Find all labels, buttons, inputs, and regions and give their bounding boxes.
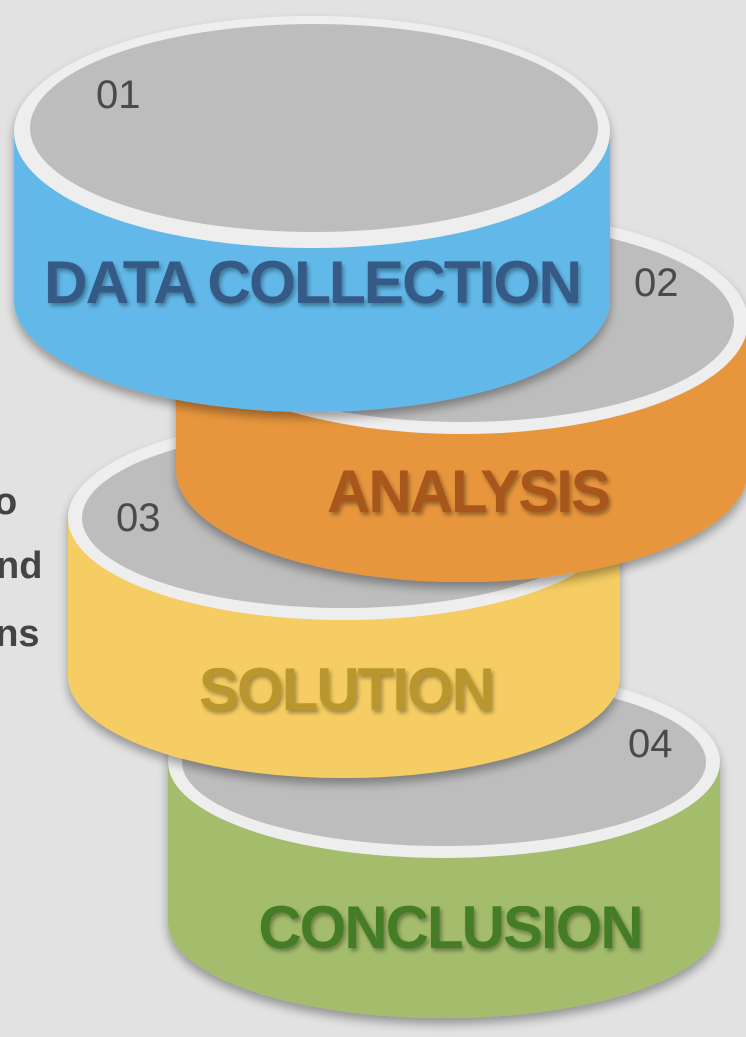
stage-01-disc — [14, 16, 610, 412]
stage-03-label: SOLUTION — [199, 656, 493, 723]
side-text-line-1: o — [0, 481, 17, 523]
stage-02-number: 02 — [634, 261, 679, 305]
stage-04-number: 04 — [628, 722, 673, 766]
stage-02-label: ANALYSIS — [327, 458, 609, 525]
disc-01-top — [30, 24, 598, 232]
stage-03-number: 03 — [116, 496, 161, 540]
stage-04-label: CONCLUSION — [258, 894, 641, 961]
stage-01-number: 01 — [96, 73, 141, 117]
side-text-line-3: ons — [0, 613, 40, 655]
side-text-line-2: nd — [0, 545, 42, 587]
side-text-fragments: o nd ons — [0, 481, 42, 655]
stage-01-label: DATA COLLECTION — [44, 249, 580, 316]
